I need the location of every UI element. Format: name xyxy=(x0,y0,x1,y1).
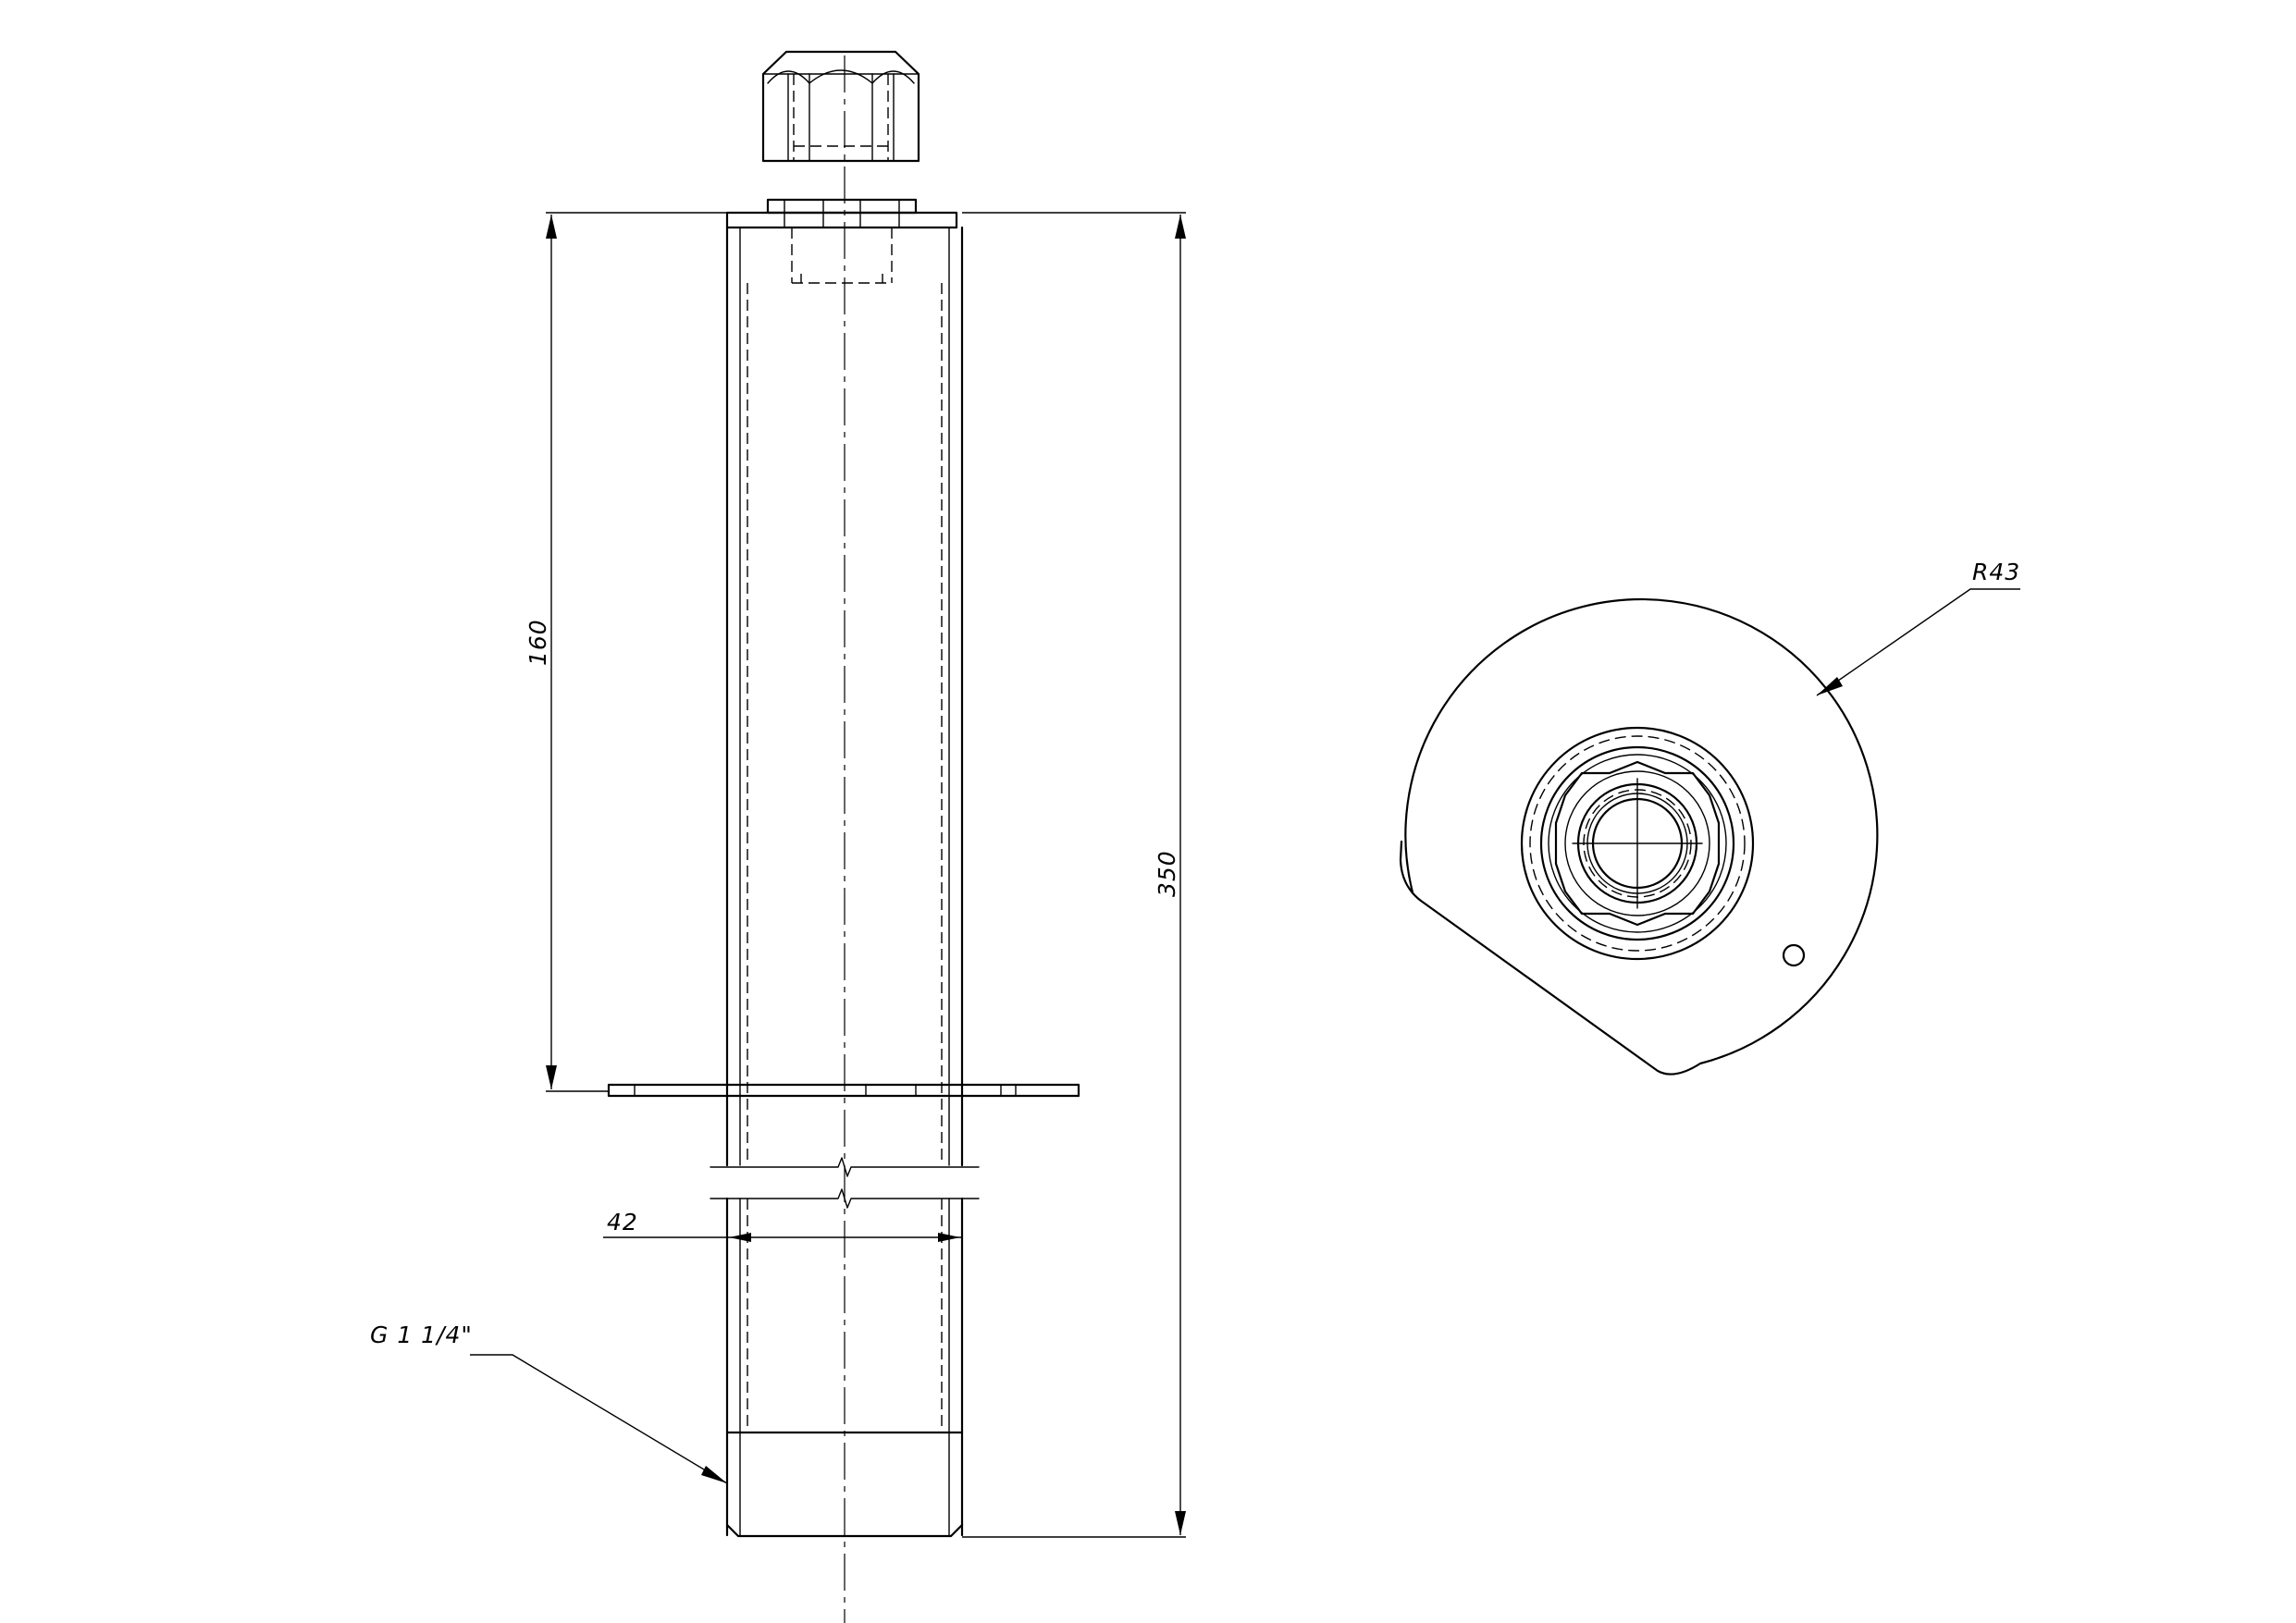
thread-callout: G 1 1/4" xyxy=(370,1322,728,1484)
plate-outline xyxy=(1399,597,1879,1076)
dimension-350-label: 350 xyxy=(1154,850,1180,897)
side-view: 160 350 42 G 1 1/4" xyxy=(370,50,1186,1623)
top-view: R43 xyxy=(1399,559,2020,1076)
mounting-hole xyxy=(1782,943,1806,967)
tube-body xyxy=(725,226,964,1167)
dimension-350: 350 xyxy=(962,212,1186,1538)
radius-callout: R43 xyxy=(1816,559,2020,696)
dimension-42: 42 xyxy=(603,1209,962,1242)
dimension-160: 160 xyxy=(525,212,727,1092)
inner-bore-hidden xyxy=(791,227,893,284)
top-collar xyxy=(725,198,958,229)
radius-label: R43 xyxy=(1972,559,2020,585)
dimension-42-label: 42 xyxy=(607,1209,638,1236)
hex-nut xyxy=(761,50,920,163)
mounting-plate xyxy=(607,1083,1080,1098)
thread-label: G 1 1/4" xyxy=(370,1322,473,1348)
dimension-160-label: 160 xyxy=(525,619,551,666)
hex-nut-top xyxy=(1554,760,1721,927)
